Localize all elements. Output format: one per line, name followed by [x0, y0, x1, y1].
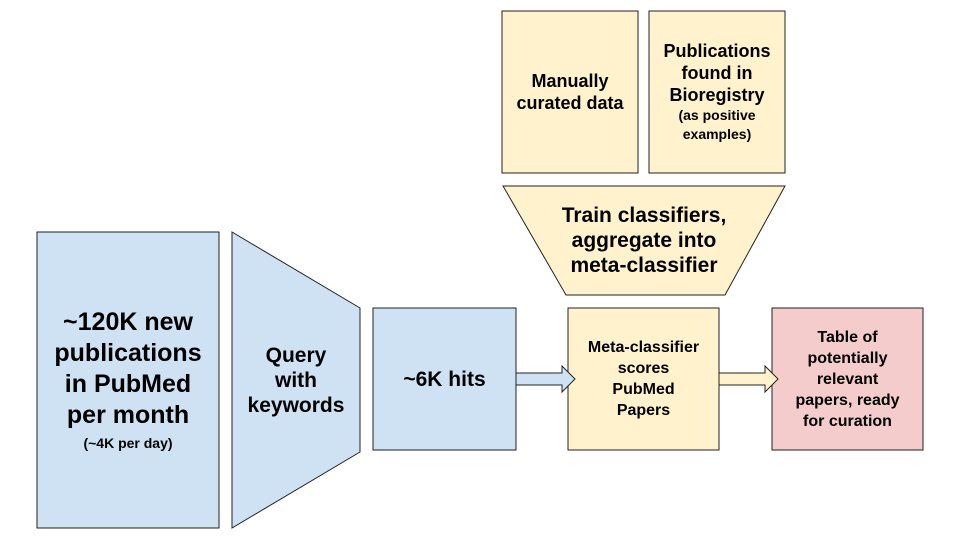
result-table-box [771, 307, 924, 451]
result-table-label: Table of potentially relevant papers, re… [795, 328, 900, 430]
pubmed-label: ~120K new publications in PubMed per mon… [54, 308, 202, 451]
hits-box [372, 307, 517, 451]
train-trapezoid [502, 185, 786, 296]
hits-label: ~6K hits [403, 367, 486, 391]
query-trapezoid [231, 231, 361, 529]
bioregistry-label: Publications found in Bioregistry (as po… [663, 41, 771, 142]
arrow-meta-to-table [718, 364, 779, 394]
bioregistry-box [648, 10, 786, 174]
meta-classifier-box [567, 307, 720, 451]
meta-classifier-label: Meta-classifier scores PubMed Papers [587, 339, 700, 419]
arrow-hits-to-meta [515, 364, 576, 394]
query-label: Query with keywords [247, 343, 345, 417]
pubmed-note: (~4K per day) [83, 435, 173, 451]
train-label: Train classifiers, aggregate into meta-c… [561, 204, 727, 277]
manual-curated-box [501, 10, 639, 174]
manual-curated-label: Manually curated data [516, 71, 624, 113]
pubmed-box [36, 231, 220, 529]
